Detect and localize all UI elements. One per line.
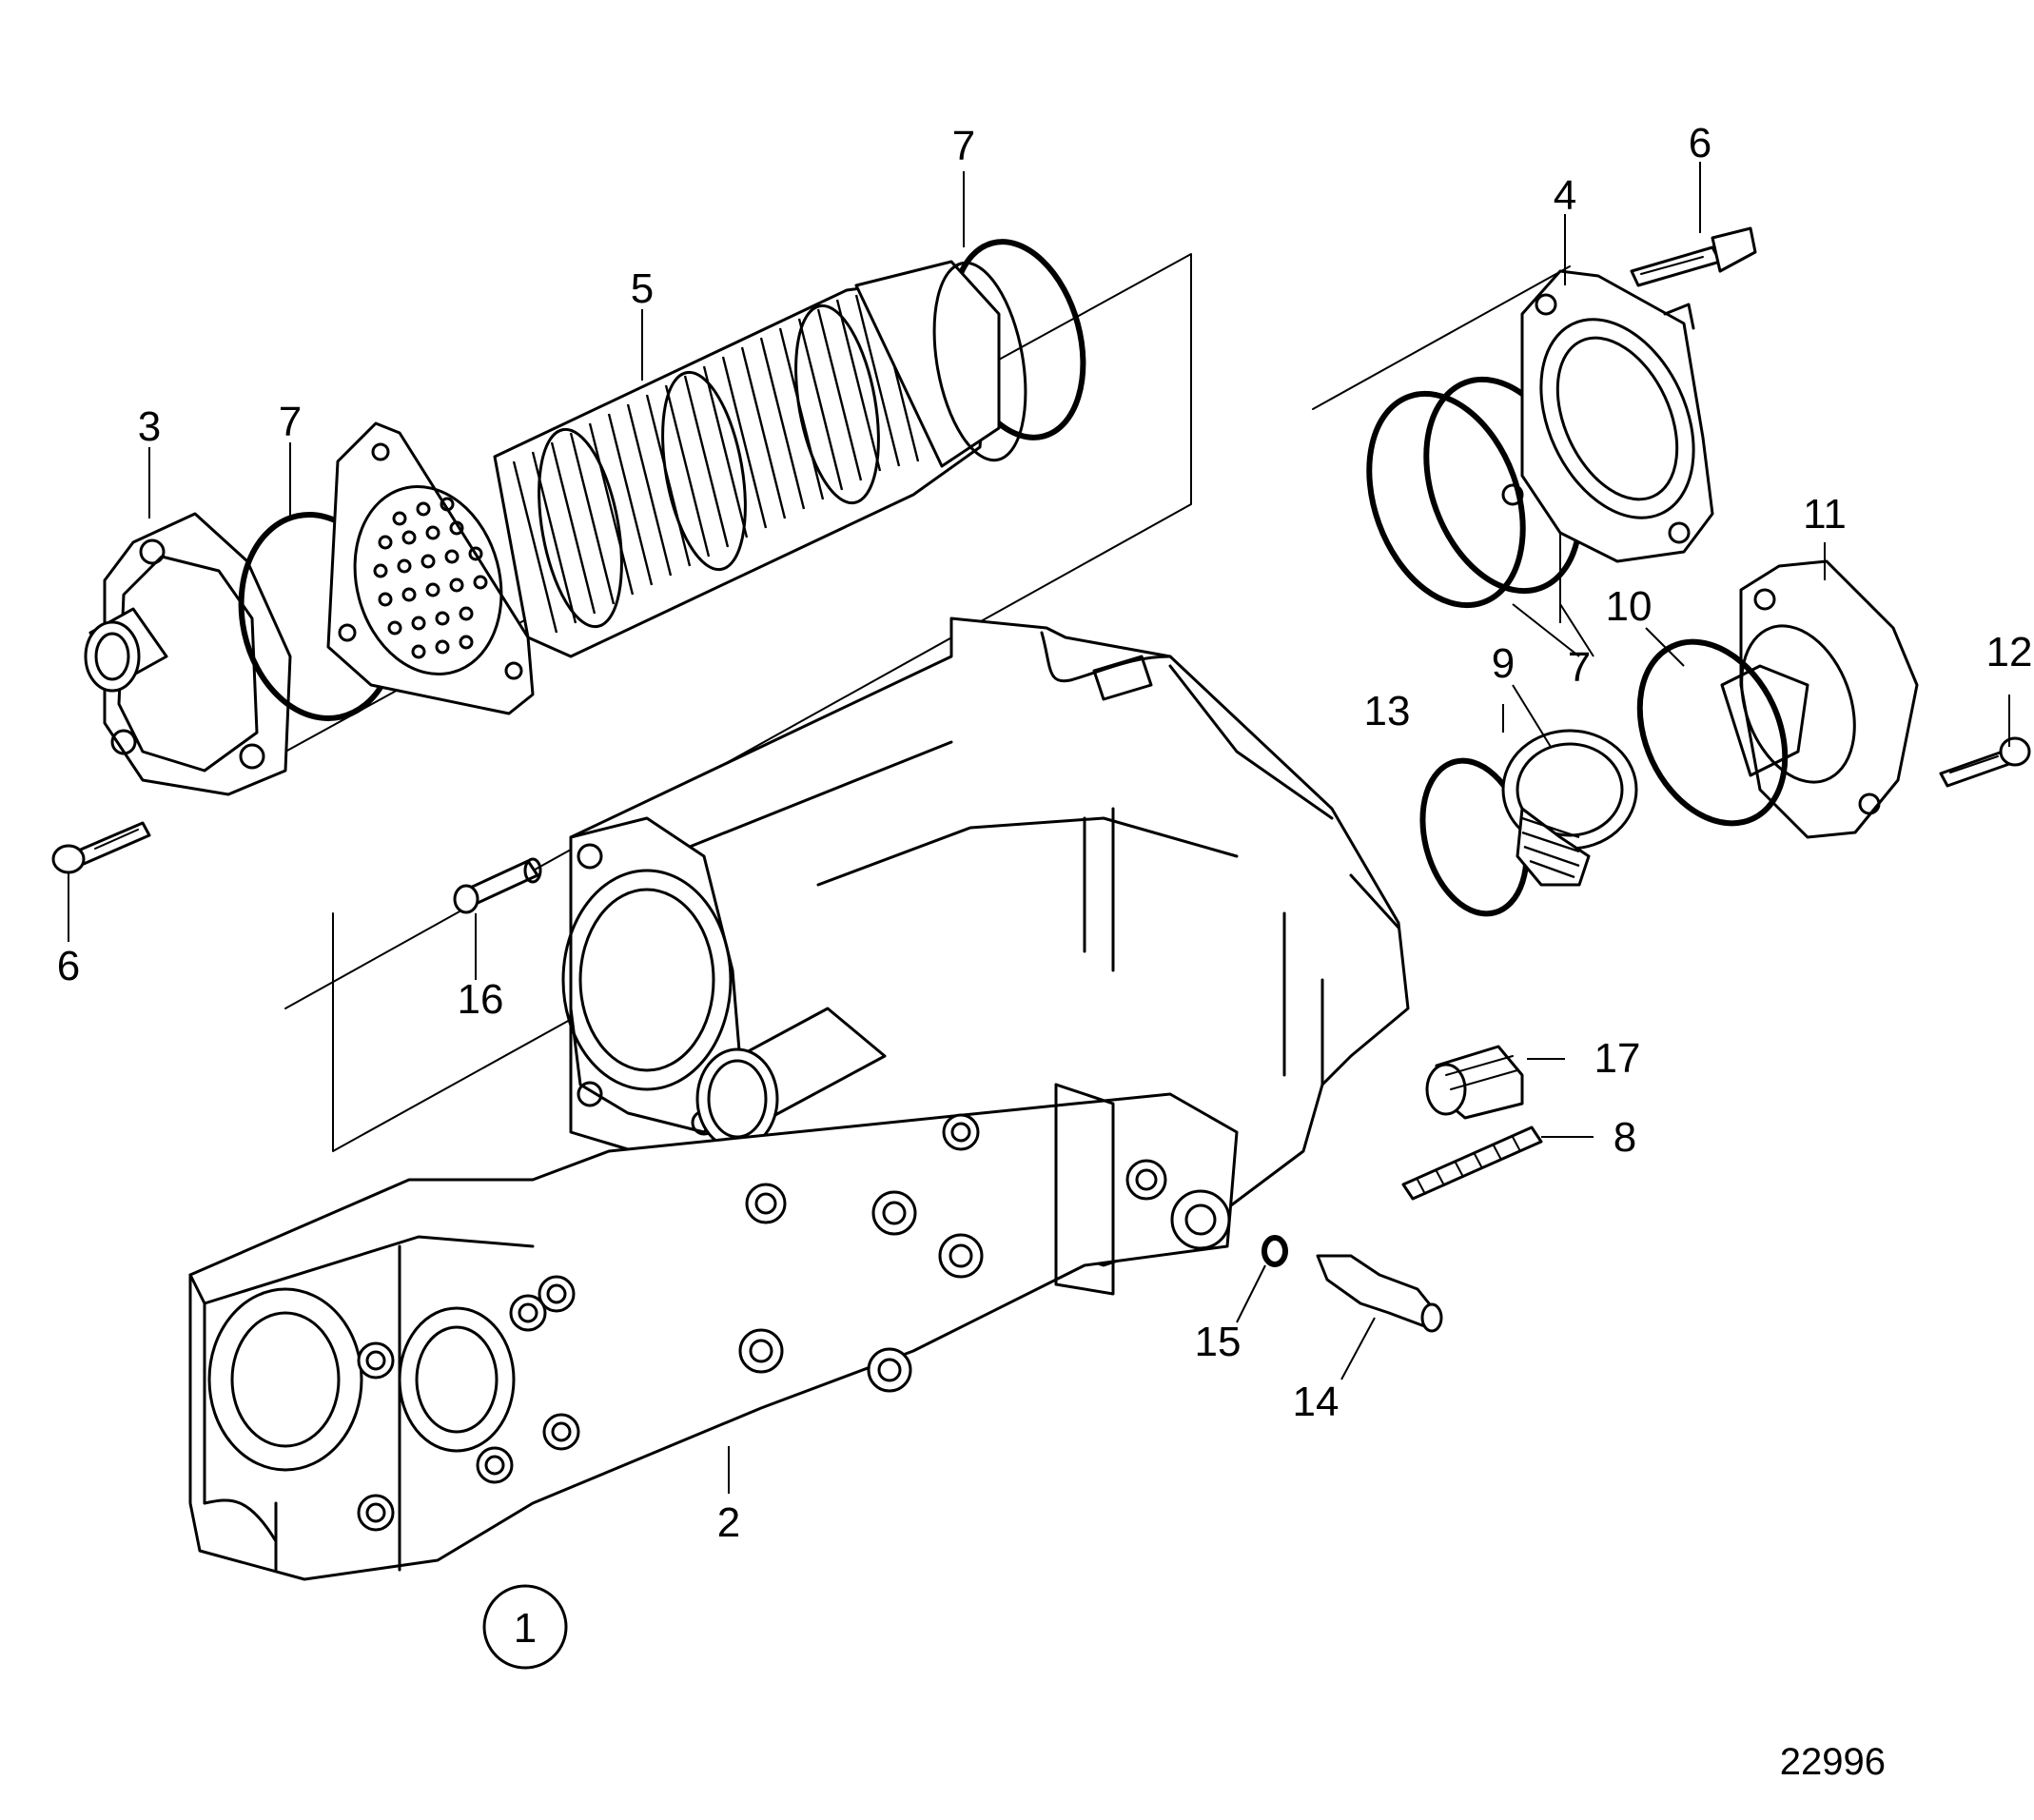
part-6-screw-top	[1630, 226, 1757, 287]
callout-6-top: 6	[1689, 120, 1711, 166]
part-10-o-ring	[1636, 638, 1789, 827]
part-2-cooler-housing	[188, 616, 1410, 1581]
part-14-sensor	[1316, 1254, 1443, 1333]
callout-7-pair: 7	[1568, 644, 1591, 691]
callout-4: 4	[1554, 172, 1576, 219]
callout-15: 15	[1195, 1319, 1242, 1365]
callout-13: 13	[1364, 688, 1411, 734]
callout-8: 8	[1614, 1114, 1636, 1161]
part-9-thermostat	[1501, 729, 1638, 887]
part-12-screw	[1939, 736, 2031, 788]
part-16-nipple	[453, 857, 542, 914]
part-11-thermostat-housing	[1720, 559, 1919, 839]
callout-5: 5	[631, 265, 654, 312]
part-4-thermostat-cover	[1501, 269, 1714, 563]
drawing-number: 22996	[1780, 1741, 1886, 1783]
group-marker-number: 1	[514, 1605, 537, 1652]
callout-7-left: 7	[279, 399, 302, 445]
callout-2: 2	[717, 1499, 740, 1546]
part-6-screw-bottom	[51, 821, 151, 874]
housing-bosses	[357, 1113, 1231, 1532]
callout-14: 14	[1293, 1379, 1340, 1425]
part-8-stud	[1401, 1125, 1543, 1201]
group-marker: 1	[482, 1584, 568, 1670]
callout-10: 10	[1606, 583, 1653, 630]
part-17-plug	[1425, 1045, 1524, 1120]
part-15-washer	[1261, 1235, 1288, 1267]
callout-7-top: 7	[952, 123, 975, 169]
callout-3: 3	[138, 403, 161, 450]
part-5-cooler-insert	[326, 260, 1027, 715]
leader-lines	[68, 162, 2010, 1494]
callout-12: 12	[1986, 629, 2033, 675]
part-3-end-cover	[84, 512, 292, 796]
callout-6-bottom: 6	[57, 943, 80, 989]
callouts: 7 6 4 5 3 7 11 10 12 9 7 13 6 16 17 8 15…	[57, 120, 2033, 1546]
callout-9: 9	[1492, 640, 1515, 687]
callout-17: 17	[1594, 1035, 1641, 1082]
callout-16: 16	[458, 976, 504, 1023]
callout-11: 11	[1803, 491, 1847, 538]
tube-holes	[373, 497, 488, 659]
